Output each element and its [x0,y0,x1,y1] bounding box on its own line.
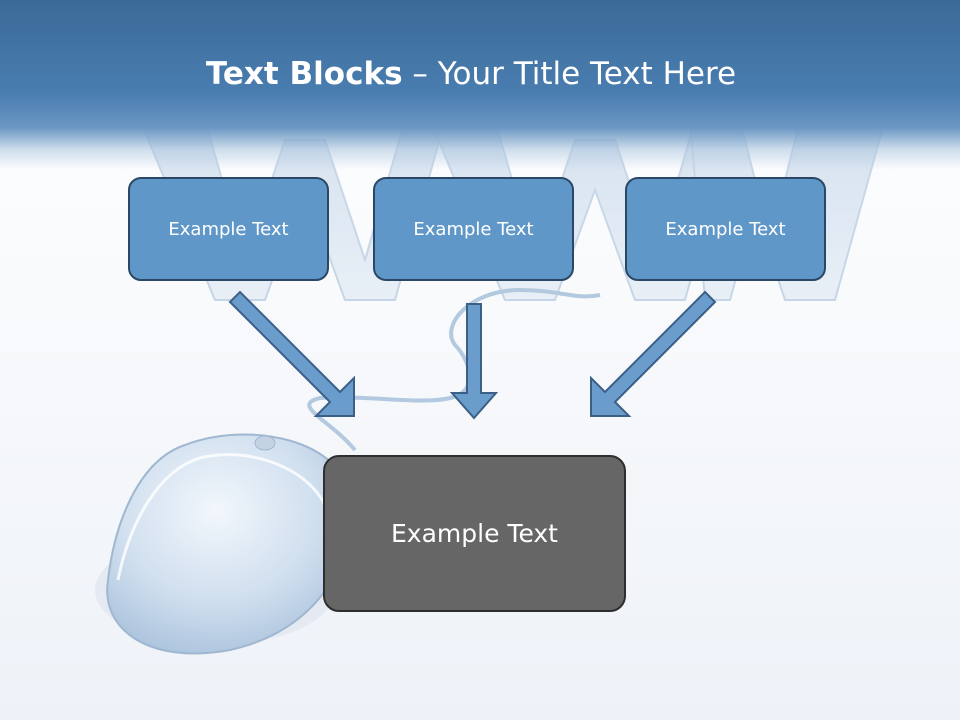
arrow-left [228,290,355,417]
text-block-2-label: Example Text [413,218,534,240]
title-bold-text: Text Blocks [205,56,403,92]
arrow-right [590,290,717,417]
text-block-3[interactable]: Example Text [625,177,826,281]
title-banner: Text Blocks – Your Title Text Here [0,0,960,170]
text-block-1[interactable]: Example Text [128,177,329,281]
text-block-2[interactable]: Example Text [373,177,574,281]
main-text-block[interactable]: Example Text [323,455,626,612]
slide-title: Text Blocks – Your Title Text Here [0,52,942,96]
text-block-3-label: Example Text [665,218,786,240]
text-block-1-label: Example Text [168,218,289,240]
arrow-center [449,303,499,420]
mouse-body [106,433,352,655]
title-regular-text: Your Title Text Here [437,56,737,92]
mouse-wheel [254,435,276,451]
main-text-block-label: Example Text [391,519,558,548]
title-separator: – [402,56,438,92]
